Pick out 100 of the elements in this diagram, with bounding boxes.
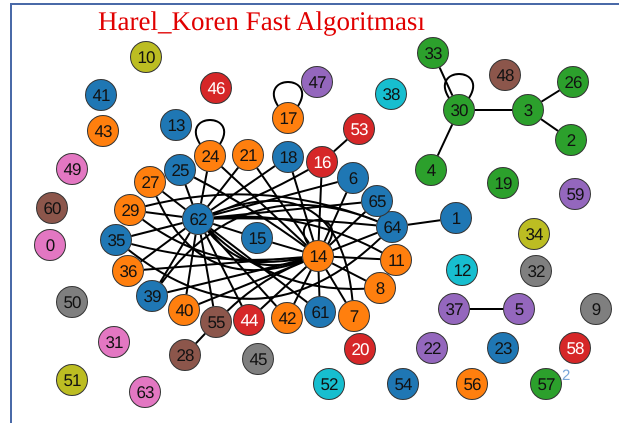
edge-line xyxy=(184,184,194,204)
graph-node: 22 xyxy=(416,332,448,364)
edge-line xyxy=(146,211,182,218)
edge-line xyxy=(167,258,303,294)
graph-node: 57 xyxy=(530,368,562,400)
graph-node: 1 xyxy=(440,202,472,234)
graph-node: 52 xyxy=(313,368,345,400)
edge-line xyxy=(212,200,354,300)
graph-node: 17 xyxy=(272,102,304,134)
graph-node: 33 xyxy=(417,37,449,69)
edge-line xyxy=(272,242,303,252)
self-loop xyxy=(195,119,225,144)
graph-node: 42 xyxy=(271,302,303,334)
edge-line xyxy=(162,190,186,210)
graph-node: 15 xyxy=(241,222,273,254)
graph-node: 12 xyxy=(446,254,478,286)
graph-node: 49 xyxy=(56,153,88,185)
edge-line xyxy=(293,270,312,304)
graph-node: 59 xyxy=(559,178,591,210)
edge-line xyxy=(140,228,186,262)
edge-line xyxy=(332,262,366,282)
edge-line xyxy=(221,166,307,246)
graph-node: 40 xyxy=(168,294,200,326)
graph-node: 23 xyxy=(487,332,519,364)
graph-node: 53 xyxy=(343,113,375,145)
graph-node: 43 xyxy=(87,115,119,147)
edge-line xyxy=(214,202,362,218)
graph-node: 34 xyxy=(518,218,550,250)
graph-node: 54 xyxy=(387,368,419,400)
edge-line xyxy=(541,90,560,102)
title: Harel_Koren Fast Algoritması xyxy=(98,5,425,38)
graph-node: 8 xyxy=(364,272,396,304)
graph-node: 45 xyxy=(242,343,274,375)
graph-node: 29 xyxy=(114,194,146,226)
edge-line xyxy=(131,222,183,237)
edge-line xyxy=(540,118,558,132)
edge-line xyxy=(292,172,314,241)
graph-node: 64 xyxy=(376,211,408,243)
edge-line xyxy=(160,204,378,284)
graph-node: 37 xyxy=(438,293,470,325)
graph-node: 24 xyxy=(194,140,226,172)
graph-node: 26 xyxy=(557,66,589,98)
edge-line xyxy=(475,109,512,111)
edge-line xyxy=(214,217,376,226)
graph-node: 31 xyxy=(98,326,130,358)
graph-node: 28 xyxy=(169,339,201,371)
graph-node: 63 xyxy=(129,376,161,408)
edge-line xyxy=(214,216,382,254)
edge-line xyxy=(212,222,242,234)
graph-node: 35 xyxy=(100,224,132,256)
graph-node: 9 xyxy=(580,293,612,325)
edge-line xyxy=(198,261,304,305)
edge-line xyxy=(408,219,440,226)
self-loop xyxy=(303,219,333,244)
graph-node: 0 xyxy=(34,229,66,261)
graph-node: 51 xyxy=(56,364,88,396)
graph-node: 13 xyxy=(160,109,192,141)
graph-node: 11 xyxy=(380,244,412,276)
graph-node: 4 xyxy=(415,154,447,186)
graph-node: 21 xyxy=(232,139,264,171)
graph-node: 48 xyxy=(489,59,521,91)
edge-line xyxy=(213,181,338,216)
graph-node: 18 xyxy=(272,141,304,173)
edge-line xyxy=(207,167,239,207)
graph-node: 58 xyxy=(559,332,591,364)
edge-line xyxy=(131,243,302,261)
edge-line xyxy=(194,176,306,248)
edge-line xyxy=(195,332,206,344)
graph-node: 5 xyxy=(503,293,535,325)
graph-node: 20 xyxy=(344,333,376,365)
edge-line xyxy=(208,229,364,290)
graph-node: 61 xyxy=(304,296,336,328)
graph-node: 7 xyxy=(338,300,370,332)
edge-line xyxy=(438,67,454,96)
edge-line xyxy=(208,230,278,307)
graph-node: 36 xyxy=(112,255,144,287)
graph-node: 50 xyxy=(56,286,88,318)
graph-node: 30 xyxy=(443,94,475,126)
graph-node: 55 xyxy=(200,306,232,338)
edge-line xyxy=(318,272,320,296)
graph-node: 60 xyxy=(36,192,68,224)
graph-node: 47 xyxy=(301,66,333,98)
graph-node: 19 xyxy=(487,167,519,199)
edge-line xyxy=(144,256,302,271)
graph-node: 38 xyxy=(375,78,407,110)
edge-line xyxy=(200,172,208,204)
graph-node: 6 xyxy=(337,162,369,194)
edge-line xyxy=(200,234,214,306)
edge-line xyxy=(260,266,307,310)
edge-line xyxy=(436,124,454,156)
graph-node: 62 xyxy=(182,203,214,235)
edge-line xyxy=(256,168,310,244)
edge-line xyxy=(185,234,197,294)
edge-line xyxy=(159,232,191,283)
edge-line xyxy=(318,178,322,240)
edge-line xyxy=(324,192,348,242)
graph-node: 27 xyxy=(134,166,166,198)
graph-node: 32 xyxy=(520,255,552,287)
self-loop xyxy=(444,73,474,98)
edge-line xyxy=(333,138,348,152)
